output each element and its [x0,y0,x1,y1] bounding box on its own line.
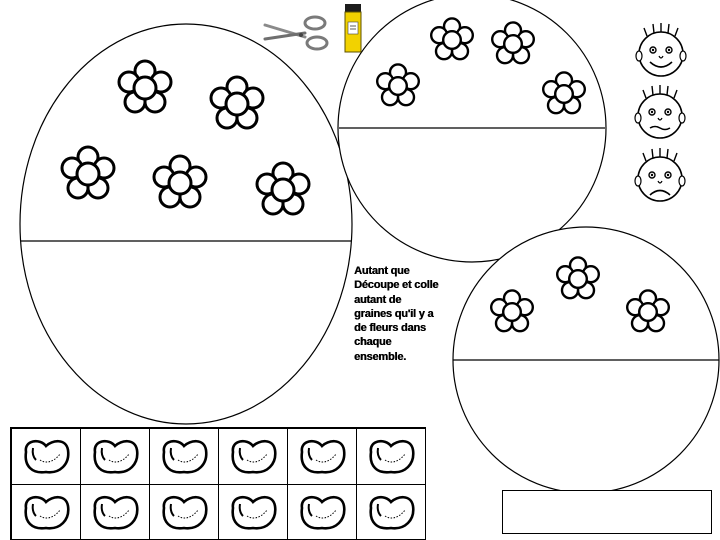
bean-seed-icon [162,440,208,474]
instructions-line: autant de [354,293,402,306]
bean-seed-icon [162,495,208,530]
bean-seed-icon [24,495,70,530]
seed-card[interactable] [357,484,426,540]
bean-seed-icon [231,440,277,474]
glue-stick-icon [344,4,362,53]
oval-outline [19,23,353,425]
bean-seed-icon [24,440,70,474]
instructions-line: ensemble. [354,350,407,363]
seed-card[interactable] [81,484,150,540]
instructions-text: Autant que Découpe et colle autant de gr… [354,264,454,364]
seed-card[interactable] [12,429,81,485]
seed-card[interactable] [150,429,219,485]
seed-card[interactable] [219,484,288,540]
instructions-line: chaque [354,336,392,349]
answer-box [502,490,712,534]
bean-seed-icon [369,495,415,530]
bean-seed-icon [300,440,346,474]
seed-card[interactable] [150,484,219,540]
smiley-sad-icon [634,147,686,202]
seed-cutout-grid [10,427,426,540]
instructions-line: graines qu'il y a [354,307,434,320]
set-top-right-circle [337,0,607,263]
bean-seed-icon [369,440,415,474]
bean-seed-icon [300,495,346,530]
seed-card[interactable] [357,429,426,485]
bean-seed-icon [93,440,139,474]
seed-card[interactable] [288,484,357,540]
bean-seed-icon [231,495,277,530]
instructions-line: de fleurs dans [354,322,426,335]
seed-card[interactable] [219,429,288,485]
instructions-line: Autant que [354,265,410,277]
set-bottom-right-circle [452,226,720,494]
seed-card[interactable] [81,429,150,485]
set-large-oval [19,23,353,425]
circle-outline [337,0,607,263]
seed-card[interactable] [12,484,81,540]
bean-seed-icon [93,495,139,530]
smiley-happy-icon [635,22,687,77]
instructions-line: Découpe et colle [354,279,439,292]
smiley-neutral-icon [634,84,686,139]
scissors-icon [263,15,329,51]
seed-card[interactable] [288,429,357,485]
